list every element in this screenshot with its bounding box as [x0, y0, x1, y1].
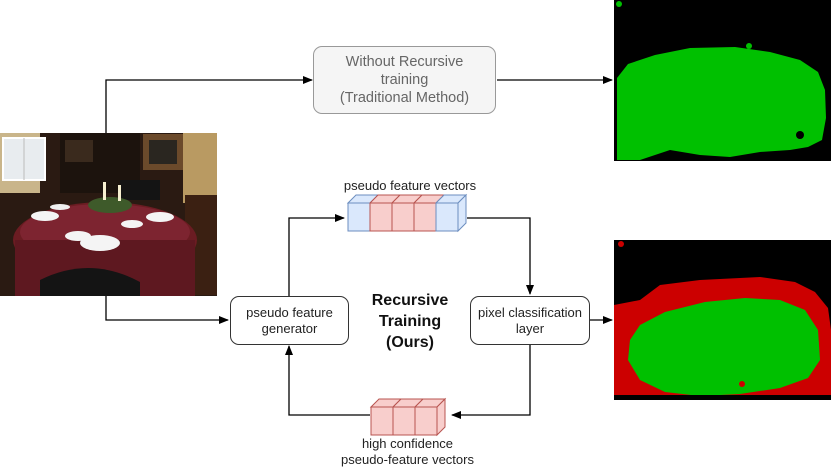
bottom-label-line-1: high confidence — [361, 436, 454, 451]
traditional-method-box: Without Recursive training (Traditional … — [313, 46, 496, 114]
recursive-training-title: Recursive Training (Ours) — [350, 290, 470, 353]
input-photo — [0, 133, 217, 296]
pseudo-feature-generator-box: pseudo feature generator — [230, 296, 349, 345]
classifier-line-1: pixel classification — [477, 304, 583, 320]
title-line-2: Training — [378, 313, 442, 330]
bottom-label-line-2: pseudo-feature vectors — [341, 452, 474, 467]
arrow-classifier-to-bottom-vectors — [451, 345, 531, 419]
high-confidence-vectors-label: high confidence pseudo-feature vectors — [320, 436, 495, 468]
pixel-classification-layer-box: pixel classification layer — [470, 296, 590, 345]
segmentation-result-traditional — [614, 0, 831, 161]
generator-line-1: pseudo feature — [246, 304, 333, 320]
traditional-line-2: training — [380, 72, 429, 88]
arrow-image-to-generator — [105, 296, 229, 324]
pseudo-feature-vectors-label: pseudo feature vectors — [343, 178, 477, 193]
high-confidence-vectors-stack — [369, 397, 447, 437]
traditional-line-3: (Traditional Method) — [339, 90, 470, 106]
title-line-3: (Ours) — [386, 334, 434, 351]
title-line-1: Recursive — [371, 292, 449, 309]
segmentation-result-ours — [614, 240, 831, 400]
arrow-generator-to-top-vectors — [288, 214, 345, 296]
classifier-line-2: layer — [515, 320, 545, 336]
arrow-bottom-vectors-to-generator — [285, 345, 370, 416]
generator-line-2: generator — [261, 320, 318, 336]
pseudo-feature-vectors-stack — [346, 193, 468, 233]
arrow-image-to-traditional — [105, 76, 313, 133]
traditional-line-1: Without Recursive — [345, 54, 464, 70]
arrow-top-vectors-to-classifier — [467, 217, 534, 295]
